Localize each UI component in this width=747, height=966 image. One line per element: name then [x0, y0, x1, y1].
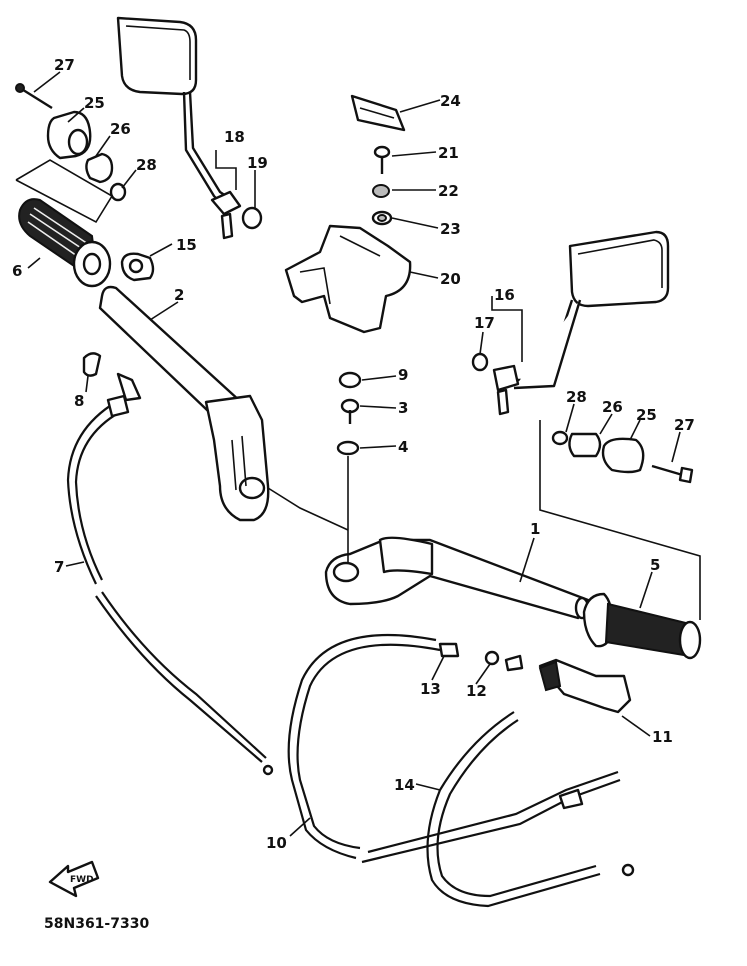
- right-handlebar: [324, 536, 590, 620]
- damper-28-left: [109, 182, 127, 202]
- washer-23: [371, 210, 393, 226]
- callout-3: 3: [398, 399, 408, 417]
- callout-20: 20: [440, 270, 461, 288]
- callout-19: 19: [247, 154, 268, 172]
- callout-4: 4: [398, 438, 408, 456]
- callout-12: 12: [466, 682, 487, 700]
- forward-arrow-icon: FWD: [48, 860, 100, 898]
- callout-16: 16: [494, 286, 515, 304]
- callout-11: 11: [652, 728, 673, 746]
- fwd-label: FWD: [70, 875, 94, 885]
- callout-6: 6: [12, 262, 22, 280]
- callout-8: 8: [74, 392, 84, 410]
- callout-24: 24: [440, 92, 461, 110]
- grip-6: [18, 198, 112, 288]
- callout-22: 22: [438, 182, 459, 200]
- clutch-cable-7: [66, 394, 274, 776]
- callout-25-right: 25: [636, 406, 657, 424]
- bolt-27-left: [15, 83, 53, 110]
- holder-20: [284, 224, 412, 334]
- collar-26-right: [568, 432, 602, 458]
- emblem-24: [350, 94, 406, 132]
- adjuster-13-12: [438, 642, 524, 672]
- weight-25-left: [46, 110, 92, 160]
- callout-5: 5: [650, 556, 660, 574]
- callout-1: 1: [530, 520, 540, 538]
- callout-2: 2: [174, 286, 184, 304]
- callout-27: 27: [54, 56, 75, 74]
- washer-4: [336, 440, 360, 456]
- damper-28-right: [551, 430, 569, 446]
- part-code: 58N361-7330: [44, 916, 149, 932]
- callout-9: 9: [398, 366, 408, 384]
- callout-7: 7: [54, 558, 64, 576]
- callout-10: 10: [266, 834, 287, 852]
- washer-22: [372, 184, 390, 198]
- nut-9: [338, 371, 362, 389]
- right-mirror: [492, 230, 670, 416]
- collar-15: [120, 252, 155, 282]
- callout-18: 18: [224, 128, 245, 146]
- callout-25: 25: [84, 94, 105, 112]
- callout-28-right: 28: [566, 388, 587, 406]
- callout-labels: 27 25 26 28 6 15 2 18 19 24 21 22 23 20 …: [12, 56, 695, 852]
- callout-26: 26: [110, 120, 131, 138]
- throttle-cable-10: [287, 633, 621, 864]
- callout-14: 14: [394, 776, 415, 794]
- leader-lines: [15, 71, 701, 837]
- grip-5: [582, 592, 702, 660]
- left-mirror: [116, 16, 242, 240]
- left-handlebar: [98, 285, 270, 522]
- bolt-27-right: [651, 464, 694, 484]
- callout-26-right: 26: [602, 398, 623, 416]
- nut-19: [241, 206, 263, 230]
- callout-13: 13: [420, 680, 441, 698]
- nut-17: [471, 352, 489, 372]
- callout-21: 21: [438, 144, 459, 162]
- throttle-cable-14: [426, 711, 635, 908]
- clip-8: [82, 352, 102, 377]
- weight-25-right: [601, 437, 645, 474]
- throttle-housing-11: [538, 658, 632, 714]
- collar-26-left: [85, 152, 114, 184]
- callout-23: 23: [440, 220, 461, 238]
- bolt-3: [340, 398, 360, 424]
- bolt-21: [373, 145, 391, 174]
- callout-17: 17: [474, 314, 495, 332]
- adjuster: [116, 372, 142, 402]
- callout-15: 15: [176, 236, 197, 254]
- callout-28: 28: [136, 156, 157, 174]
- callout-27-right: 27: [674, 416, 695, 434]
